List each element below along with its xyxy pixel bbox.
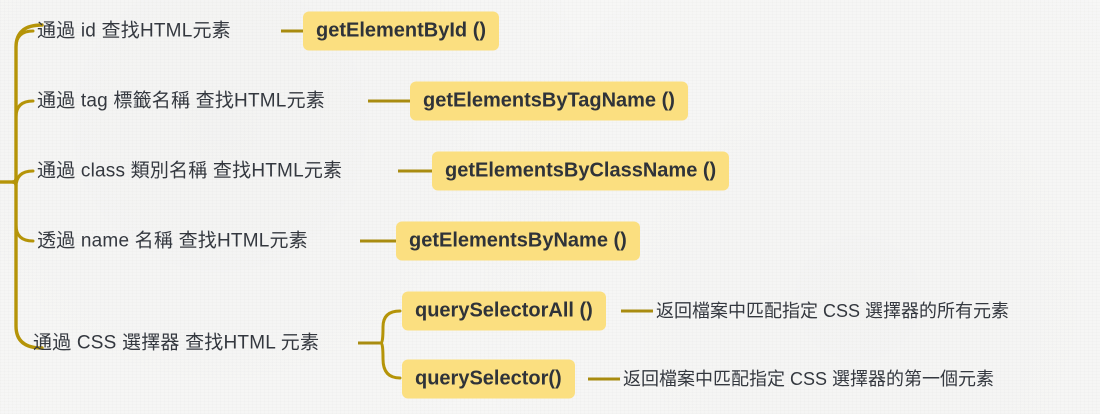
description-query-selector-all: 返回檔案中匹配指定 CSS 選擇器的所有元素	[656, 301, 1010, 321]
branch-label-by-id: 通過 id 查找HTML元素	[37, 20, 231, 42]
branch-stub-by-id	[14, 29, 35, 49]
method-badge-get-elements-by-tag-name: getElementsByTagName ()	[410, 81, 688, 121]
branch-label-by-class: 通過 class 類別名稱 查找HTML元素	[37, 160, 343, 182]
branch-label-by-name: 透過 name 名稱 查找HTML元素	[37, 230, 308, 252]
method-badge-query-selector: querySelector()	[402, 359, 575, 399]
branch-stub-by-tag	[14, 99, 35, 119]
method-badge-get-element-by-id: getElementById ()	[303, 11, 500, 51]
method-badge-query-selector-all: querySelectorAll ()	[402, 291, 606, 331]
method-badge-get-elements-by-name: getElementsByName ()	[396, 221, 640, 261]
method-badge-get-elements-by-class-name: getElementsByClassName ()	[432, 151, 730, 191]
branch-stub-by-class	[14, 169, 35, 189]
branch-label-by-css-selector: 通過 CSS 選擇器 查找HTML 元素	[33, 332, 320, 354]
description-query-selector: 返回檔案中匹配指定 CSS 選擇器的第一個元素	[623, 369, 995, 389]
css-selector-sub-bracket	[379, 309, 402, 380]
branch-stub-by-name	[14, 223, 35, 243]
branch-label-by-tag: 通過 tag 標籤名稱 查找HTML元素	[37, 90, 325, 112]
